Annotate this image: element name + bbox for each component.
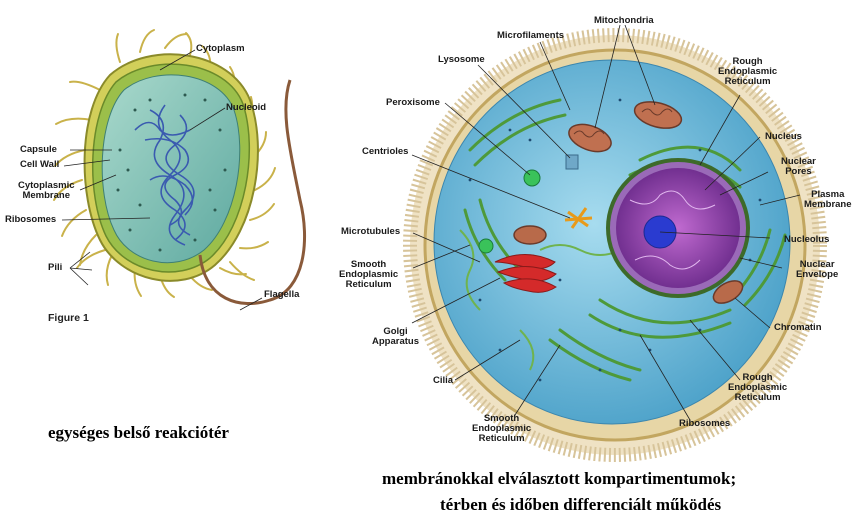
- eukaryote-leader-lines: [411, 24, 801, 421]
- prokaryote-leader-lines: [61, 49, 263, 311]
- label-centrioles: Centrioles: [362, 146, 409, 157]
- lysosome-shape: [565, 154, 579, 170]
- label-flagella: Flagella: [264, 289, 300, 300]
- label-smooth-er-left: Smooth Endoplasmic Reticulum: [339, 259, 399, 290]
- label-nucleus: Nucleus: [765, 131, 802, 142]
- label-pili: Pili: [48, 262, 63, 273]
- ribosome-dots: [116, 93, 227, 252]
- nucleoid-dna: [134, 104, 195, 246]
- label-nuclear-pores: Nuclear Pores: [781, 156, 816, 177]
- label-chromatin: Chromatin: [774, 322, 822, 333]
- label-golgi: Golgi Apparatus: [372, 326, 419, 347]
- mitochondria-shapes: [513, 101, 744, 304]
- label-nucleoid: Nucleoid: [226, 102, 267, 113]
- label-cell-wall: Cell Wall: [20, 159, 60, 170]
- label-rough-er-bottom: Rough Endoplasmic Reticulum: [728, 372, 788, 403]
- centrioles-shape: [564, 207, 593, 229]
- smooth-er-tubes: [459, 229, 621, 371]
- golgi-shape: [494, 254, 557, 293]
- label-smooth-er-bottom: Smooth Endoplasmic Reticulum: [472, 413, 532, 444]
- label-mitochondria: Mitochondria: [594, 15, 654, 26]
- label-microtubules: Microtubules: [341, 226, 401, 237]
- label-nucleolus: Nucleolus: [784, 234, 830, 245]
- peroxisome-shape: [523, 169, 541, 187]
- caption-eukaryote-line2: térben és időben differenciált működés: [440, 495, 722, 514]
- eukaryote-illustration: [403, 24, 827, 462]
- label-ribosomes-eukaryote: Ribosomes: [679, 418, 731, 429]
- green-vesicle: [478, 238, 494, 254]
- caption-prokaryote: egységes belső reakciótér: [48, 423, 229, 442]
- ribosome-speckles: [468, 98, 762, 382]
- label-nuclear-envelope: Nuclear Envelope: [796, 259, 839, 280]
- label-microfilaments: Microfilaments: [497, 30, 565, 41]
- caption-eukaryote-line1: membránokkal elválasztott kompartimentum…: [382, 469, 737, 488]
- label-plasma-membrane: Plasma Membrane: [804, 189, 852, 210]
- label-ribosomes-prokaryote: Ribosomes: [5, 214, 57, 225]
- label-rough-er-top: Rough Endoplasmic Reticulum: [718, 56, 778, 87]
- label-lysosome: Lysosome: [438, 54, 485, 65]
- flagellum-shape: [198, 79, 306, 305]
- label-cytoplasm: Cytoplasm: [196, 43, 245, 54]
- label-cytoplasmic-membrane: Cytoplasmic Membrane: [18, 180, 75, 201]
- label-peroxisome: Peroxisome: [386, 97, 440, 108]
- nucleus-shape: [606, 158, 750, 298]
- prokaryote-illustration: [53, 29, 306, 311]
- label-cilia: Cilia: [433, 375, 454, 386]
- figure-label: Figure 1: [48, 312, 89, 324]
- label-capsule: Capsule: [20, 144, 57, 155]
